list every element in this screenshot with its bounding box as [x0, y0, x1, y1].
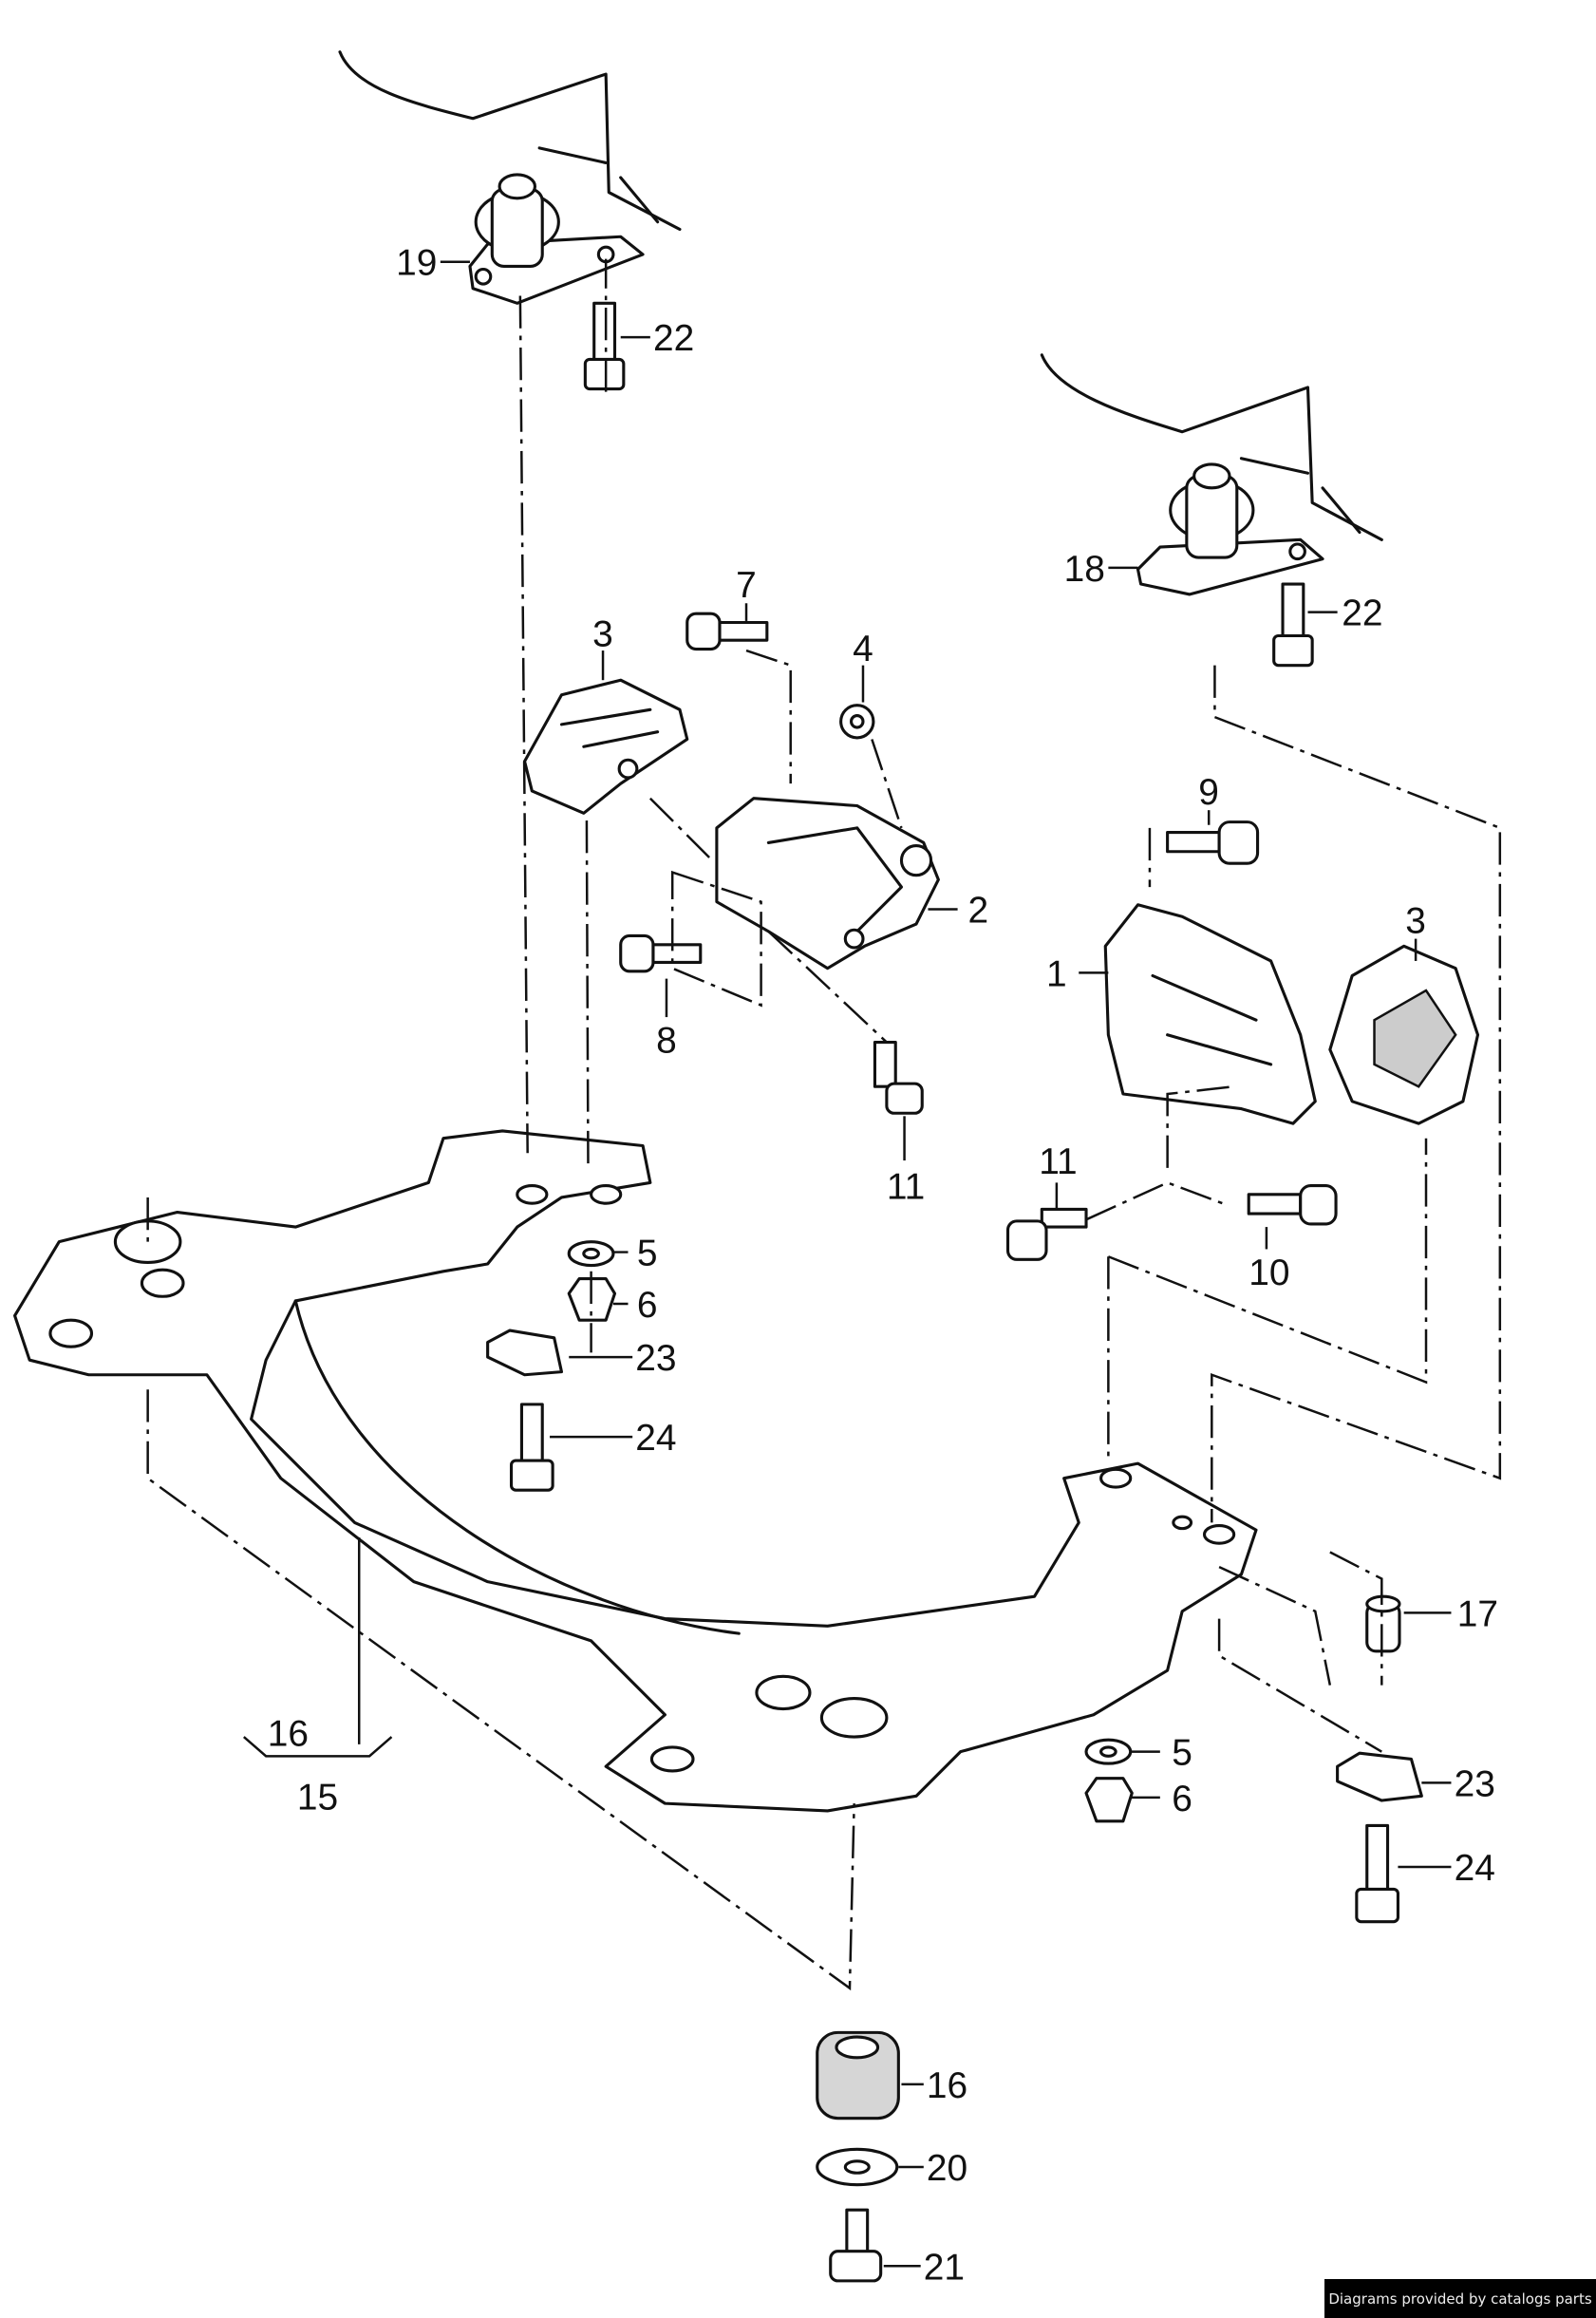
part-label: 5: [637, 1234, 658, 1274]
rubber-bushing-16: [816, 2030, 900, 2120]
part-label: 5: [1172, 1733, 1192, 1774]
bolt-10: [1247, 1183, 1338, 1226]
spacer-17: [1365, 1594, 1401, 1653]
bolt-8: [619, 933, 703, 973]
part-label: 23: [635, 1338, 676, 1379]
bolt-22-right: [1272, 582, 1314, 668]
engine-mount-3-right: [1328, 944, 1480, 1125]
rubber-mount-18: [1136, 462, 1324, 596]
part-label: 3: [592, 613, 613, 654]
part-label: 18: [1064, 549, 1105, 590]
bolt-21: [829, 2208, 883, 2283]
body-outline-right: [1040, 353, 1383, 541]
part-label: 16: [268, 1713, 309, 1754]
washer-20: [816, 2147, 899, 2187]
part-label: 2: [967, 890, 988, 931]
part-label: 15: [297, 1777, 338, 1818]
body-outline-left: [338, 50, 682, 232]
part-label: 6: [1172, 1779, 1192, 1819]
bolt-22-left: [583, 301, 626, 391]
part-labels: 19 22 18 22 3 7 4 9 2 1 3 8 11 11 10 5 6…: [268, 243, 1498, 2289]
bolt-7: [685, 612, 769, 651]
part-label: 22: [1342, 594, 1382, 634]
part-label: 16: [927, 2065, 967, 2106]
part-label: 17: [1457, 1593, 1498, 1634]
part-label: 1: [1046, 953, 1067, 994]
part-label: 11: [1039, 1141, 1077, 1182]
clip-23-left: [486, 1329, 564, 1377]
part-label: 11: [887, 1167, 925, 1208]
part-label: 24: [635, 1418, 676, 1459]
part-label: 20: [927, 2148, 967, 2189]
washer-5-left: [567, 1240, 615, 1268]
part-label: 4: [853, 629, 873, 669]
part-label: 19: [396, 243, 437, 284]
bracket-1: [1103, 903, 1317, 1125]
part-label: 24: [1455, 1848, 1495, 1889]
bolt-9: [1166, 820, 1260, 865]
engine-mount-3-left: [522, 678, 689, 815]
bolt-11-left: [873, 1040, 924, 1115]
part-label: 21: [924, 2247, 965, 2288]
credit-badge: Diagrams provided by catalogs parts: [1324, 2279, 1596, 2318]
bolt-24-right: [1355, 1823, 1399, 1924]
part-label: 6: [637, 1285, 658, 1326]
subframe-15: [13, 1129, 1258, 1813]
bolt-24-left: [509, 1403, 554, 1492]
part-label: 8: [656, 1020, 677, 1061]
part-label: 22: [653, 318, 694, 359]
bolt-11-right: [1005, 1207, 1088, 1261]
washer-5-right: [1084, 1738, 1133, 1765]
part-label: 7: [736, 565, 757, 606]
nut-6-right: [1084, 1777, 1134, 1823]
nut-4: [839, 704, 875, 740]
part-label: 10: [1249, 1253, 1289, 1293]
part-label: 3: [1405, 900, 1426, 941]
credit-text: Diagrams provided by catalogs parts: [1328, 2290, 1592, 2308]
part-label: 9: [1198, 772, 1219, 813]
leader-lines: [243, 260, 1452, 2268]
rubber-mount-19: [468, 173, 645, 305]
clip-23-right: [1336, 1751, 1423, 1802]
bracket-2: [715, 797, 940, 971]
part-label: 23: [1455, 1763, 1495, 1804]
